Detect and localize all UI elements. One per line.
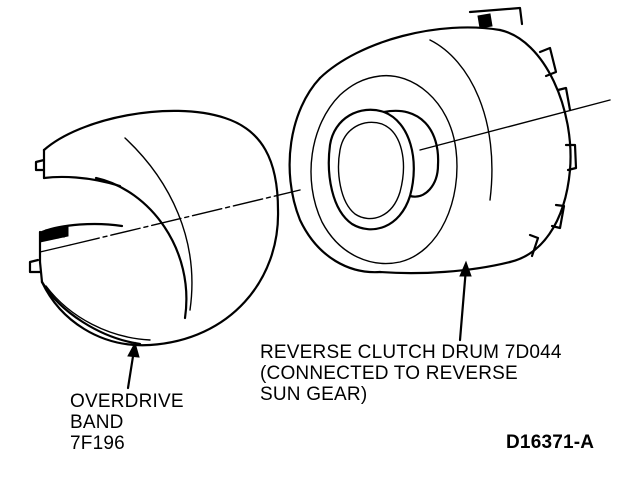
overdrive-band-label-line3: 7F196	[70, 433, 125, 454]
reverse-clutch-drum-label-line2: (CONNECTED TO REVERSE	[260, 363, 518, 384]
figure-id-label: D16371-A	[506, 432, 595, 453]
overdrive-band	[28, 109, 280, 347]
reverse-clutch-drum-label-line3: SUN GEAR)	[260, 384, 368, 405]
overdrive-band-label-line2: BAND	[70, 412, 124, 433]
overdrive-band-label-line1: OVERDRIVE	[70, 391, 184, 412]
leader-arrow-drum	[458, 260, 472, 342]
reverse-clutch-drum	[288, 6, 578, 275]
center-axis-line	[39, 99, 611, 253]
reverse-clutch-drum-label-line1: REVERSE CLUTCH DRUM 7D044	[260, 342, 562, 363]
leader-arrow-band	[126, 341, 140, 390]
